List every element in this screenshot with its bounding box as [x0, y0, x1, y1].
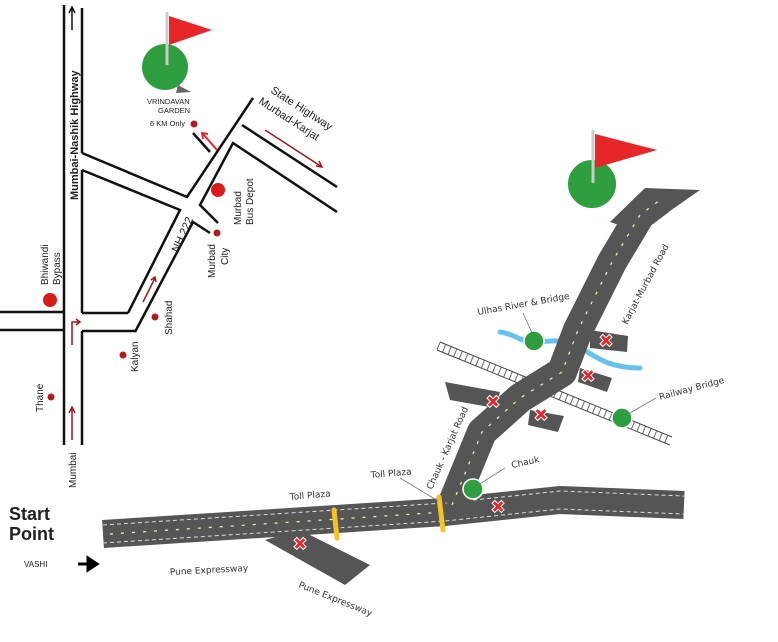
railway-bridge-label: Railway Bridge: [658, 376, 726, 403]
place-bhiwandi: Bhiwandi: [40, 244, 51, 285]
route-map: ✖ ✖ ✖ ✖ ✖ ✖ Start Point VASHI Pune Expre…: [9, 130, 726, 619]
sketch-map: VRINDAVAN GARDEN 6 KM Only Mumbai-Nashik…: [0, 5, 338, 488]
place-bhiwandi-2: Bypass: [52, 252, 63, 285]
start-point-label-2: Point: [9, 524, 54, 544]
highway-label: Mumbai-Nashik Highway: [69, 70, 81, 200]
closed-road-icons: ✖ ✖ ✖ ✖ ✖ ✖: [292, 331, 614, 556]
cross-icon: ✖: [490, 497, 505, 518]
start-point-label: Start: [9, 504, 50, 524]
sketch-roads: [0, 5, 338, 445]
place-murbad-city-2: City: [220, 248, 231, 265]
toll-plaza-bar-2: [436, 494, 446, 533]
chauk-karjat-road: [438, 188, 669, 511]
cross-icon: ✖: [580, 366, 595, 387]
start-arrow-icon: [78, 555, 100, 573]
cross-icon: ✖: [292, 534, 307, 555]
flag-icon: [169, 16, 212, 45]
chauk-label: Chauk: [511, 455, 542, 471]
place-kalyan: Kalyan: [130, 341, 141, 372]
pune-expressway-label-2: Pune Expressway: [297, 581, 374, 620]
toll-plaza-label-2: Toll Plaza: [369, 467, 412, 481]
destination-flag-marker-2: [566, 130, 657, 210]
destination-label: VRINDAVAN: [147, 97, 190, 106]
place-bus-depot-2: Bus Depot: [245, 178, 256, 225]
place-bus-depot: Murbad: [233, 191, 244, 225]
railway-bridge-marker: [611, 407, 633, 429]
ulhas-bridge-marker: [523, 330, 545, 352]
place-shahad: Shahad: [164, 301, 175, 335]
destination-label-2: GARDEN: [158, 106, 190, 115]
destination-flag-marker: [142, 12, 212, 93]
chauk-marker: [462, 478, 484, 500]
toll-plaza-label-1: Toll Plaza: [288, 489, 331, 503]
landmark-markers: [462, 330, 633, 500]
flag-icon: [595, 134, 657, 168]
toll-plaza-bar-1: [331, 507, 340, 541]
place-thane: Thane: [35, 383, 46, 412]
pune-expressway-label: Pune Expressway: [170, 564, 250, 578]
place-murbad-city: Murbad: [207, 244, 218, 278]
pune-expressway-branch: [265, 530, 370, 585]
cross-icon: ✖: [485, 392, 500, 413]
place-mumbai: Mumbai: [68, 452, 79, 488]
north-arrow-icon: [68, 5, 76, 30]
pune-expressway-road: [102, 486, 685, 548]
cross-icon: ✖: [533, 405, 548, 426]
cross-icon: ✖: [598, 331, 613, 352]
distance-note: 6 KM Only: [150, 119, 185, 128]
direction-arrows: [68, 129, 324, 440]
origin-label: VASHI: [24, 560, 47, 569]
place-dots: [43, 120, 225, 401]
ulhas-river: [497, 329, 643, 371]
